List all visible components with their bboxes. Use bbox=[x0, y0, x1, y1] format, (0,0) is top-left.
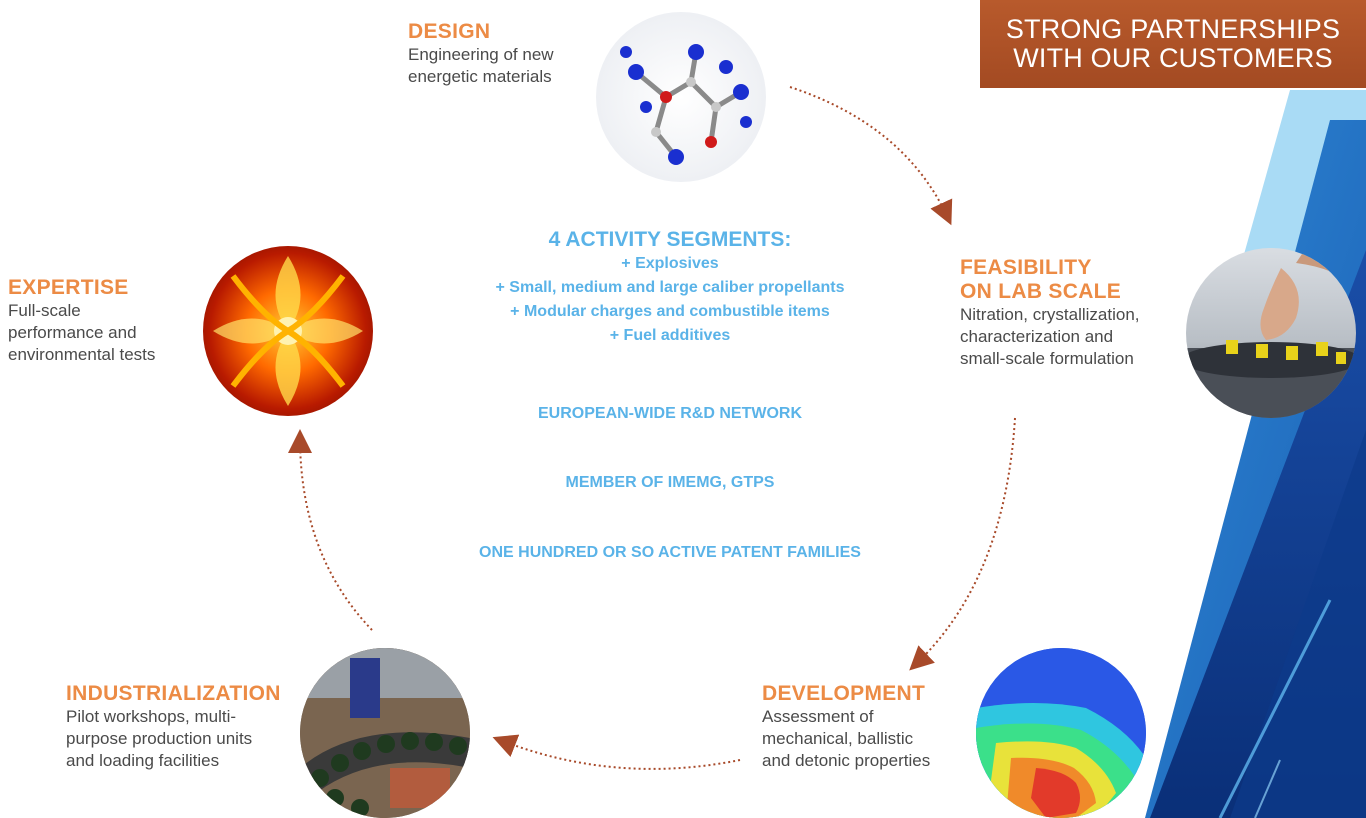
stage-design-desc-1: Engineering of new bbox=[408, 45, 554, 64]
arrow-design-to-feasibility bbox=[789, 86, 953, 226]
stage-feasibility-desc-2: characterization and bbox=[960, 327, 1114, 346]
stage-development-desc-3: and detonic properties bbox=[762, 751, 931, 770]
stage-feasibility-desc-3: small-scale formulation bbox=[960, 349, 1134, 368]
stage-expertise-desc-1: Full-scale bbox=[8, 301, 81, 320]
segment-item: + Explosives bbox=[621, 255, 719, 272]
stage-development-desc-1: Assessment of bbox=[762, 707, 874, 726]
segment-item: + Small, medium and large caliber propel… bbox=[495, 279, 845, 296]
banner-line-2: WITH OUR CUSTOMERS bbox=[1013, 43, 1333, 73]
segment-item: + Modular charges and combustible items bbox=[510, 303, 830, 320]
stage-feasibility-desc-1: Nitration, crystallization, bbox=[960, 305, 1140, 324]
claim-patents: ONE HUNDRED OR SO ACTIVE PATENT FAMILIES bbox=[479, 544, 861, 561]
activity-segments-heading: 4 ACTIVITY SEGMENTS: bbox=[548, 228, 792, 251]
stage-feasibility: FEASIBILITY ON LAB SCALE Nitration, crys… bbox=[960, 256, 1140, 370]
industrialization-image-production bbox=[300, 648, 470, 818]
stage-expertise-desc-2: performance and bbox=[8, 323, 137, 342]
stage-development: DEVELOPMENT Assessment of mechanical, ba… bbox=[762, 682, 930, 772]
stage-design-desc-2: energetic materials bbox=[408, 67, 552, 86]
activity-summary: 4 ACTIVITY SEGMENTS: + Explosives + Smal… bbox=[390, 228, 950, 348]
banner-line-1: STRONG PARTNERSHIPS bbox=[1005, 14, 1341, 44]
design-image-molecule bbox=[596, 12, 766, 182]
expertise-image-fire bbox=[203, 246, 373, 416]
stage-design: DESIGN Engineering of new energetic mate… bbox=[408, 20, 554, 88]
partnership-banner: STRONG PARTNERSHIPS WITH OUR CUSTOMERS bbox=[980, 0, 1366, 88]
feasibility-image-lab bbox=[1186, 248, 1356, 418]
stage-feasibility-title-2: ON LAB SCALE bbox=[960, 280, 1122, 303]
segment-item: + Fuel additives bbox=[609, 327, 731, 344]
stage-industrialization-desc-1: Pilot workshops, multi- bbox=[66, 707, 237, 726]
stage-industrialization-desc-2: purpose production units bbox=[66, 729, 253, 748]
arrow-industrialization-to-expertise bbox=[288, 429, 373, 631]
arrow-development-to-industrialization bbox=[492, 734, 741, 770]
stage-industrialization-title: INDUSTRIALIZATION bbox=[66, 682, 281, 705]
claim-membership: MEMBER OF IMEMG, GTPS bbox=[565, 474, 775, 491]
stage-industrialization: INDUSTRIALIZATION Pilot workshops, multi… bbox=[66, 682, 281, 772]
stage-development-desc-2: mechanical, ballistic bbox=[762, 729, 914, 748]
stage-design-title: DESIGN bbox=[408, 20, 491, 43]
stage-industrialization-desc-3: and loading facilities bbox=[66, 751, 220, 770]
claim-rd-network: EUROPEAN-WIDE R&D NETWORK bbox=[538, 405, 802, 422]
stage-feasibility-title-1: FEASIBILITY bbox=[960, 256, 1092, 279]
stage-development-title: DEVELOPMENT bbox=[762, 682, 926, 705]
arrow-feasibility-to-development bbox=[909, 417, 1016, 671]
stage-expertise-title: EXPERTISE bbox=[8, 276, 129, 299]
stage-expertise: EXPERTISE Full-scale performance and env… bbox=[8, 276, 155, 366]
stage-expertise-desc-3: environmental tests bbox=[8, 345, 156, 364]
development-image-simulation bbox=[976, 648, 1146, 818]
